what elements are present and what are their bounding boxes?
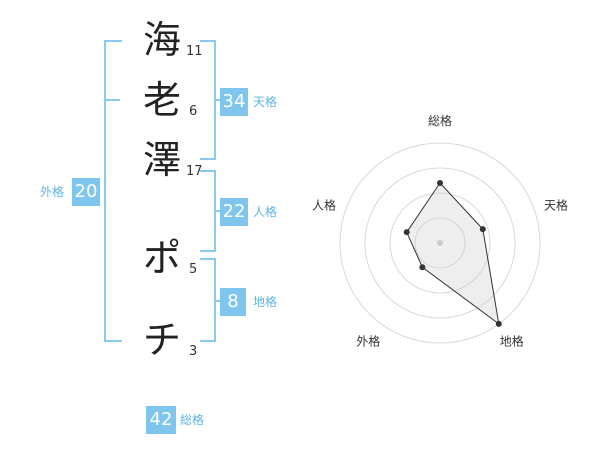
chikaku-bracket-tick: [214, 300, 220, 302]
name-char-4: ポ: [142, 236, 181, 280]
gaikaku-bracket: [104, 40, 122, 342]
stroke-count-3: 17: [186, 164, 203, 179]
radar-ring: [389, 192, 491, 294]
name-char-3: 澤: [142, 138, 181, 182]
radar-ring: [339, 142, 541, 344]
stroke-count-1: 11: [186, 44, 203, 59]
stroke-count-4: 5: [189, 262, 198, 277]
gaikaku-bracket-tick: [104, 99, 120, 101]
stroke-count-5: 3: [189, 344, 198, 359]
radar-ring: [364, 167, 516, 319]
tenkaku-bracket-tick: [214, 99, 220, 101]
radar-axis-label-1: 総格: [428, 113, 452, 128]
radar-point-4: [419, 264, 426, 271]
gaikaku-label: 外格: [40, 185, 65, 199]
gaikaku-value: 20: [72, 178, 100, 206]
soukaku-value: 42: [146, 406, 176, 434]
chikaku-value: 8: [220, 288, 246, 316]
radar-shape-group: [403, 180, 502, 327]
name-char-1: 海: [142, 18, 181, 62]
radar-rings: [339, 142, 541, 344]
radar-point-5: [403, 229, 410, 236]
stroke-count-2: 6: [189, 104, 198, 119]
radar-axis-label-5: 人格: [312, 197, 336, 212]
name-char-5: チ: [142, 318, 181, 362]
radar-center-dot: [437, 240, 443, 246]
radar-ring: [414, 217, 466, 269]
radar-point-1: [437, 180, 443, 186]
radar-axis-label-3: 地格: [500, 334, 524, 349]
jinkaku-label: 人格: [253, 205, 278, 219]
radar-polygon: [406, 182, 500, 326]
tenkaku-label: 天格: [253, 95, 278, 109]
radar-point-2: [479, 226, 486, 233]
tenkaku-value: 34: [220, 88, 248, 116]
soukaku-label: 総格: [180, 413, 205, 427]
radar-axis-label-2: 天格: [544, 197, 568, 212]
jinkaku-value: 22: [220, 198, 248, 226]
name-char-2: 老: [142, 78, 181, 122]
radar-point-3: [495, 320, 502, 327]
jinkaku-bracket-tick: [214, 210, 220, 212]
chikaku-label: 地格: [253, 295, 278, 309]
radar-axis-label-4: 外格: [356, 334, 380, 349]
